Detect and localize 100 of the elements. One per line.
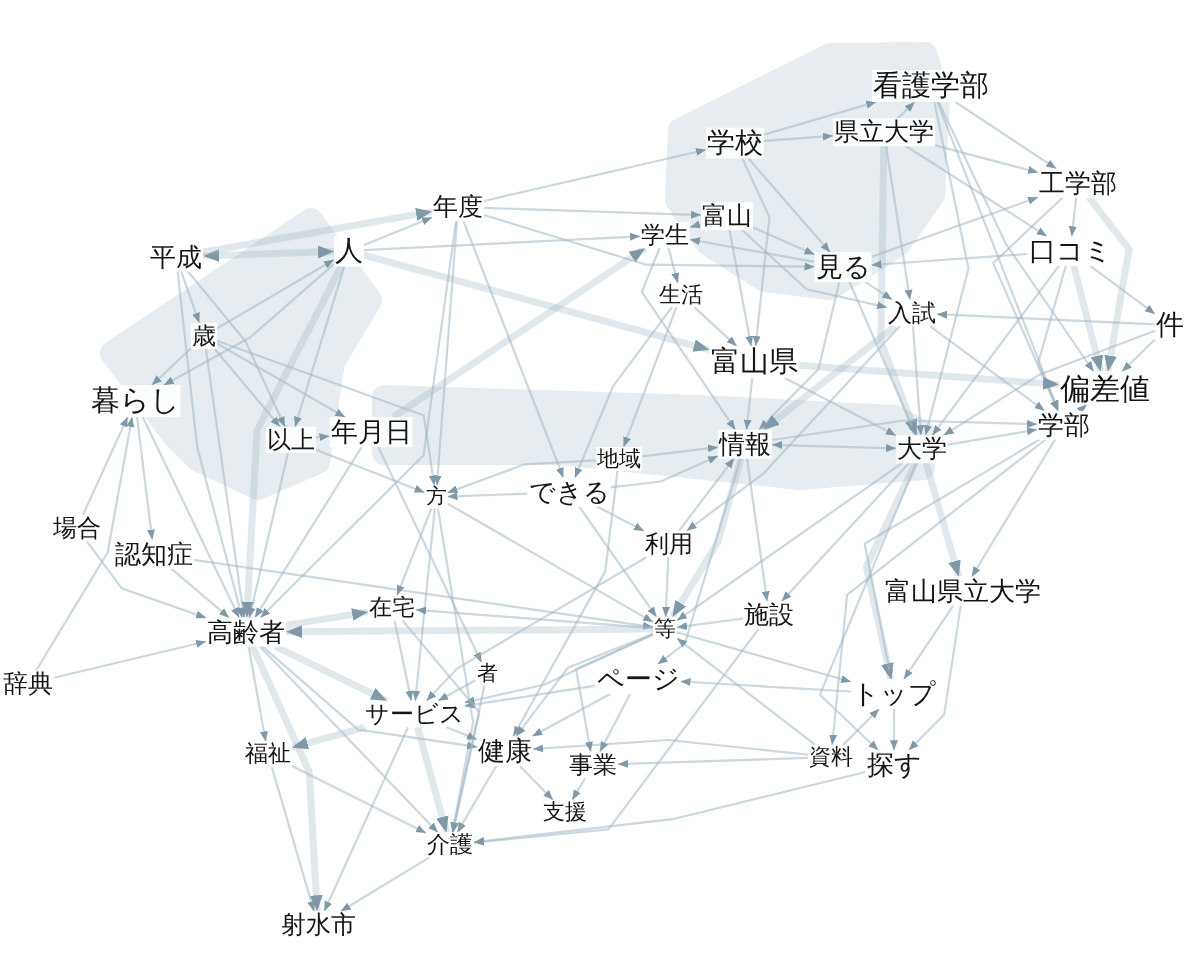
arrow <box>340 856 430 913</box>
arrow <box>180 270 201 324</box>
arrow <box>35 416 135 671</box>
keyword-label: 支援 <box>542 799 588 825</box>
keyword-label: 高齢者 <box>206 617 286 647</box>
keyword-label: 富山 <box>701 202 753 230</box>
arrow <box>214 348 281 428</box>
keyword-label: 歳 <box>191 322 217 350</box>
arrow <box>412 508 436 701</box>
arrow <box>170 567 230 619</box>
keyword-label: 利用 <box>644 530 694 558</box>
arrow <box>907 605 962 751</box>
keyword-label: 以上 <box>266 426 316 454</box>
arrow <box>186 270 286 428</box>
arrow <box>829 438 1047 745</box>
arrow <box>693 306 738 347</box>
arrow <box>456 765 498 833</box>
arrow <box>741 157 771 347</box>
arrow <box>315 433 330 442</box>
keyword-label: 年月日 <box>329 417 413 447</box>
arrow <box>141 416 241 619</box>
arrow <box>1121 338 1156 373</box>
arrow <box>864 280 893 301</box>
arrow <box>1068 197 1078 237</box>
arrow <box>741 229 888 310</box>
keyword-label: 平成 <box>149 242 203 272</box>
arrow <box>890 708 898 751</box>
arrow <box>617 756 809 768</box>
arrow <box>936 310 1156 326</box>
keyword-label: 健康 <box>477 736 533 766</box>
arrow <box>598 693 632 753</box>
arrow <box>363 251 711 354</box>
arrow <box>903 604 955 680</box>
keyword-label: 場合 <box>52 514 102 542</box>
arrow <box>135 416 155 540</box>
arrow <box>676 631 852 683</box>
arrow <box>885 145 913 300</box>
arrow <box>922 461 963 578</box>
arrow <box>848 281 917 436</box>
arrow <box>464 684 596 709</box>
arrow <box>689 237 815 263</box>
arrow <box>291 723 367 751</box>
keyword-label: 生活 <box>658 282 704 308</box>
arrow <box>414 726 450 834</box>
keyword-label: 福祉 <box>244 741 292 767</box>
arrow <box>574 633 654 752</box>
arrow <box>745 458 770 602</box>
keyword-label: 資料 <box>808 744 854 770</box>
arrow <box>249 644 323 912</box>
arrow <box>291 765 427 834</box>
arrow <box>259 220 458 619</box>
arrow <box>285 608 369 629</box>
arrow <box>686 325 901 532</box>
keyword-label: 偏差値 <box>1059 371 1151 405</box>
arrow <box>622 306 678 448</box>
arrow <box>897 101 916 120</box>
keyword-label: 方 <box>424 485 448 509</box>
keyword-label: 地域 <box>596 446 642 472</box>
arrow <box>954 101 1057 170</box>
keyword-label: 工学部 <box>1038 168 1118 198</box>
arrow <box>447 492 528 501</box>
arrow <box>363 232 641 252</box>
arrow <box>641 444 719 458</box>
arrow <box>842 708 880 746</box>
arrow <box>904 144 1048 238</box>
arrow <box>425 556 648 702</box>
arrow <box>669 457 745 619</box>
arrow <box>929 325 1046 412</box>
arrow <box>689 220 702 229</box>
keyword-label: 者 <box>475 662 499 686</box>
arrow <box>1070 264 1105 373</box>
arrow <box>363 216 433 246</box>
keyword-label: 学校 <box>706 127 764 159</box>
arrow <box>780 462 911 603</box>
arrow <box>947 427 1038 446</box>
arrow <box>261 645 478 750</box>
keyword-label: 在宅 <box>368 595 416 621</box>
arrow <box>518 765 554 801</box>
arrow <box>596 505 645 532</box>
arrow <box>85 540 207 619</box>
arrow <box>216 258 335 330</box>
keyword-label: 県立大学 <box>833 118 935 146</box>
keyword-label: 事業 <box>568 751 618 779</box>
arrow <box>763 132 834 142</box>
arrow <box>450 685 486 833</box>
arrow <box>758 281 841 431</box>
arrow <box>483 148 707 203</box>
keyword-label: トップ <box>851 679 937 709</box>
arrow <box>728 229 754 347</box>
arrow <box>82 416 129 516</box>
arrow <box>447 459 597 494</box>
arrow <box>512 470 619 737</box>
arrow <box>676 617 744 631</box>
arrow <box>657 458 742 666</box>
arrow <box>323 726 409 912</box>
arrow <box>258 645 439 834</box>
arrow <box>446 502 654 624</box>
keyword-label: 暮らし <box>89 385 181 417</box>
arrow <box>515 632 654 737</box>
arrow <box>871 252 1028 269</box>
